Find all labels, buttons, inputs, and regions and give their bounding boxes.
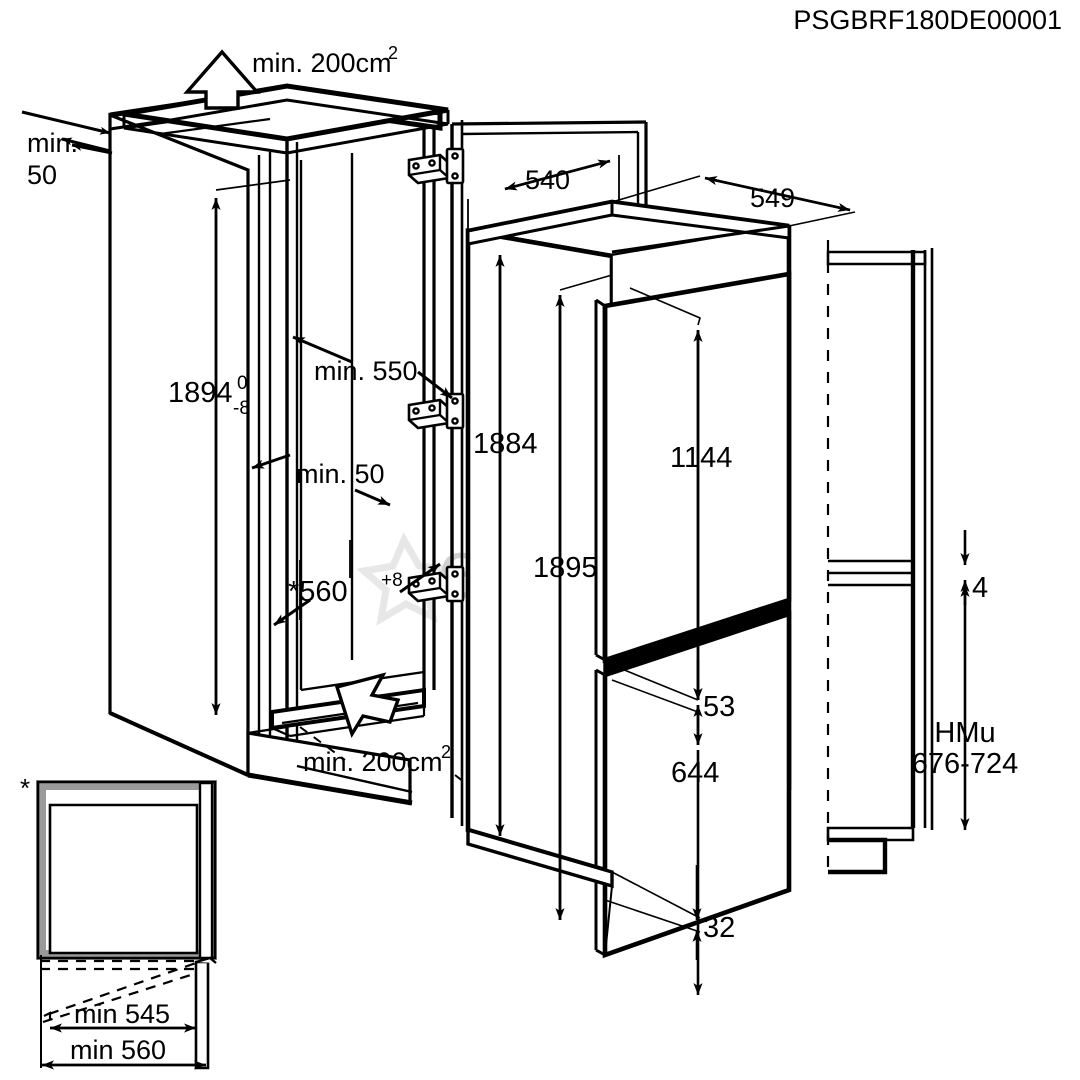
kitchen-niche-cabinet [108,83,450,806]
niche-height-value: 1894 [168,377,233,409]
door-gap-value: 53 [703,691,735,723]
hinge-middle [407,392,465,430]
top-vent-label: min. 200cm [252,48,392,78]
appliance-body-height-value: 1884 [473,428,538,460]
furniture-front-section [826,240,934,875]
niche-height-tol-lower: -8 [233,398,250,419]
bottom-vent-label-sup: 2 [441,742,451,762]
hinge-group [407,147,465,603]
niche-depth-label: min. 550 [314,356,418,386]
fridge-door-height-dim [629,287,703,700]
niche-width-value: *560 [288,576,348,608]
niche-depth-leader [292,335,453,400]
drawing-code: PSGBRF180DE00001 [793,5,1062,35]
inset-plan-view [36,780,217,1070]
niche-height-tol-upper: 0 [237,373,248,394]
top-vent-label-sup: 2 [388,43,398,63]
bottom-vent-label: min. 200cm [303,747,443,777]
inset-dim-560-value: min 560 [70,1035,166,1065]
handle-range: 676-724 [912,748,1018,780]
appliance-body [465,199,792,959]
appliance-total-height-dim [555,274,613,920]
appliance-total-height-value: 1895 [533,552,598,584]
side-gap-label-2: 50 [27,160,57,190]
furniture-door-panel [450,120,648,826]
side-gap-label-1: min. [27,128,78,158]
handle-name: HMu [934,717,995,749]
freezer-door-height-value: 644 [671,757,719,789]
inset-dim-545-value: min 545 [74,999,170,1029]
appliance-depth-value: 549 [750,183,795,213]
plinth-value: 32 [703,912,735,944]
hinge-top [407,147,465,185]
top-ventilation-arrow [183,49,261,110]
panel-gap-value: 4 [972,572,988,604]
bottom-ventilation-arrow [334,672,401,739]
niche-width-leader [273,540,441,627]
inset-marker: * [20,773,30,803]
appliance-depth-dim [611,175,856,227]
fridge-door-height-value: 1144 [670,442,732,474]
appliance-width-dim [467,155,620,231]
plinth-dim [604,865,702,960]
appliance-width-value: 540 [525,165,570,195]
side-gap-arrows [21,110,113,155]
rear-gap-leader [251,453,391,507]
hinge-door-plates [436,442,462,470]
hinge-bottom [407,565,465,603]
niche-width-tol: +8 [381,570,403,591]
rear-gap-label: min. 50 [296,459,385,489]
niche-height-dim [211,179,291,715]
